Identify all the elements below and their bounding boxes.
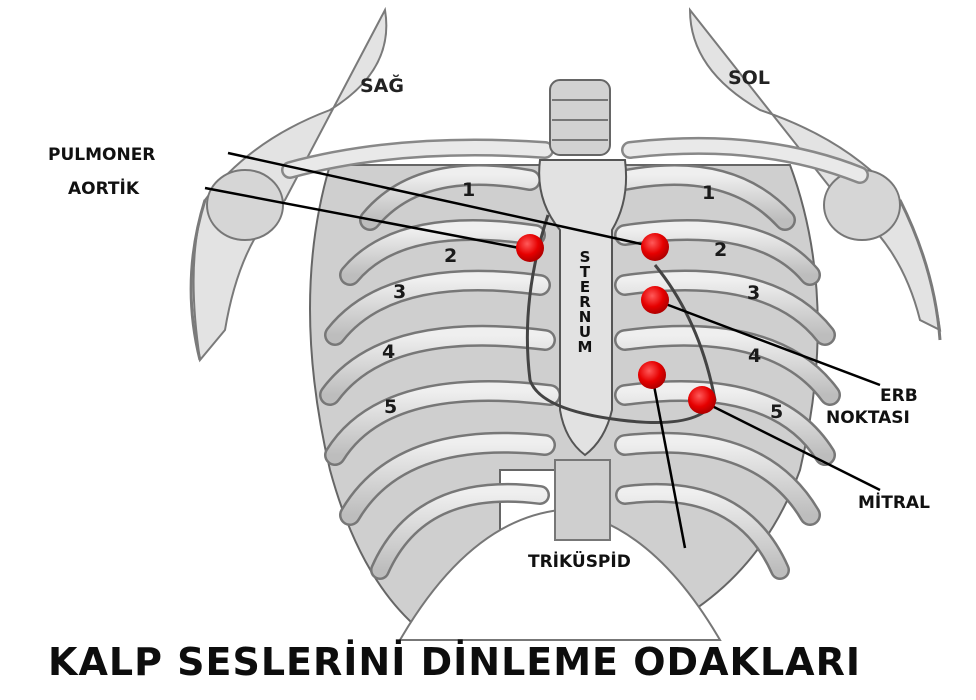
mitral-label: MİTRAL bbox=[858, 491, 930, 513]
erb-label-line1: ERB bbox=[880, 386, 918, 406]
rib-number-right-3: 3 bbox=[393, 281, 406, 303]
rib-number-right-4: 4 bbox=[382, 341, 395, 363]
rib-number-right-5: 5 bbox=[384, 396, 397, 418]
aortic-label: AORTİK bbox=[68, 177, 140, 199]
right-side-label: SAĞ bbox=[360, 73, 404, 97]
pulmonary-marker bbox=[641, 233, 669, 261]
tricuspid-marker bbox=[638, 361, 666, 389]
rib-number-right-1: 1 bbox=[462, 179, 475, 201]
rib-number-left-3: 3 bbox=[747, 282, 760, 304]
tricuspid-label: TRİKÜSPİD bbox=[528, 550, 631, 572]
rib-number-left-5: 5 bbox=[770, 401, 783, 423]
pulmonary-label: PULMONER bbox=[48, 145, 155, 165]
erb-marker bbox=[641, 286, 669, 314]
sternum-label: STERNUM bbox=[578, 248, 593, 356]
aortic-marker bbox=[516, 234, 544, 262]
erb-label-line2: NOKTASI bbox=[826, 408, 910, 428]
mitral-marker bbox=[688, 386, 716, 414]
left-side-label: SOL bbox=[728, 67, 770, 89]
rib-number-left-1: 1 bbox=[702, 182, 715, 204]
rib-number-left-2: 2 bbox=[714, 239, 727, 261]
diagram-caption: KALP SESLERİNİ DİNLEME ODAKLARI bbox=[48, 640, 976, 684]
sternum-letter: M bbox=[578, 338, 593, 356]
rib-number-right-2: 2 bbox=[444, 245, 457, 267]
rib-number-left-4: 4 bbox=[748, 345, 761, 367]
